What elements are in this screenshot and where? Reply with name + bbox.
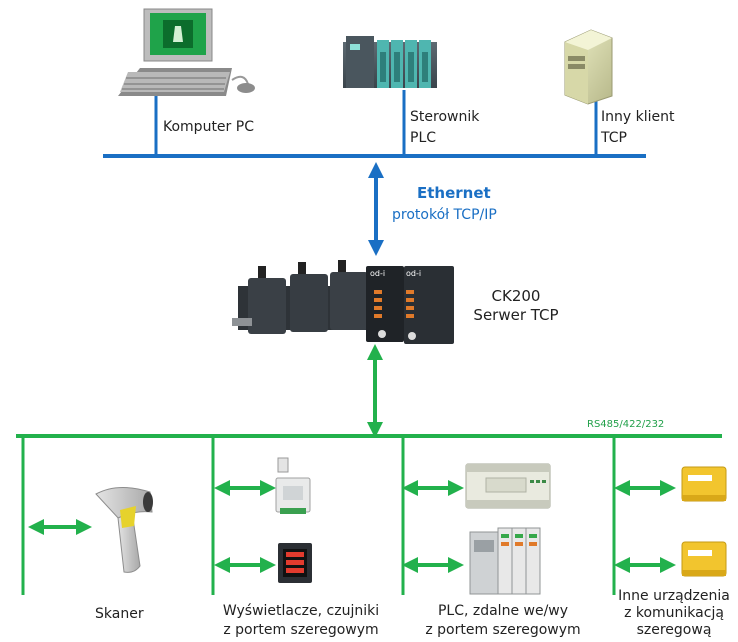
ethernet-bus — [103, 90, 646, 158]
brand-logo-text: od-i — [406, 269, 421, 278]
other-label-line1: Inne urządzenia — [618, 588, 730, 604]
plc-rack-icon — [343, 36, 437, 88]
barcode-scanner-icon — [95, 487, 153, 573]
remote-io-icon — [469, 527, 541, 595]
other-label-line3: szeregową — [636, 622, 712, 638]
desktop-computer-icon — [118, 8, 255, 96]
server-role: Serwer TCP — [473, 306, 559, 324]
displays-label-line2: z portem szeregowym — [223, 622, 379, 638]
device-arrows — [28, 480, 676, 573]
server-name: CK200 — [491, 287, 541, 305]
scanner-label: Skaner — [95, 606, 144, 622]
brand-logo-text: od-i — [370, 269, 385, 278]
plc-io-label-line2: z portem szeregowym — [425, 622, 581, 638]
client-label-line1: Inny klient — [601, 109, 675, 125]
plc-io-label-line1: PLC, zdalne we/wy — [437, 603, 569, 619]
client-label-line2: TCP — [601, 130, 627, 146]
other-label-line2: z komunikacją — [624, 605, 724, 621]
ethernet-title: Ethernet — [417, 184, 491, 202]
serial-module-icon — [681, 541, 727, 577]
ethernet-protocol: protokół TCP/IP — [392, 207, 497, 223]
displays-label-line1: Wyświetlacze, czujniki — [222, 603, 380, 619]
serial-module-icon — [681, 466, 727, 502]
ck200-modules-icon: od-i od-i — [232, 260, 454, 344]
plc-label-line1: Sterownik — [410, 109, 480, 125]
plc-label-line2: PLC — [410, 130, 437, 146]
server-tower-icon — [564, 29, 613, 105]
serial-bus-label: RS485/422/232 — [587, 419, 665, 430]
compact-plc-icon — [465, 463, 551, 509]
pc-label: Komputer PC — [163, 119, 254, 135]
panel-meter-icon — [278, 543, 312, 583]
serial-bus — [16, 434, 722, 595]
sensor-icon — [275, 457, 311, 514]
